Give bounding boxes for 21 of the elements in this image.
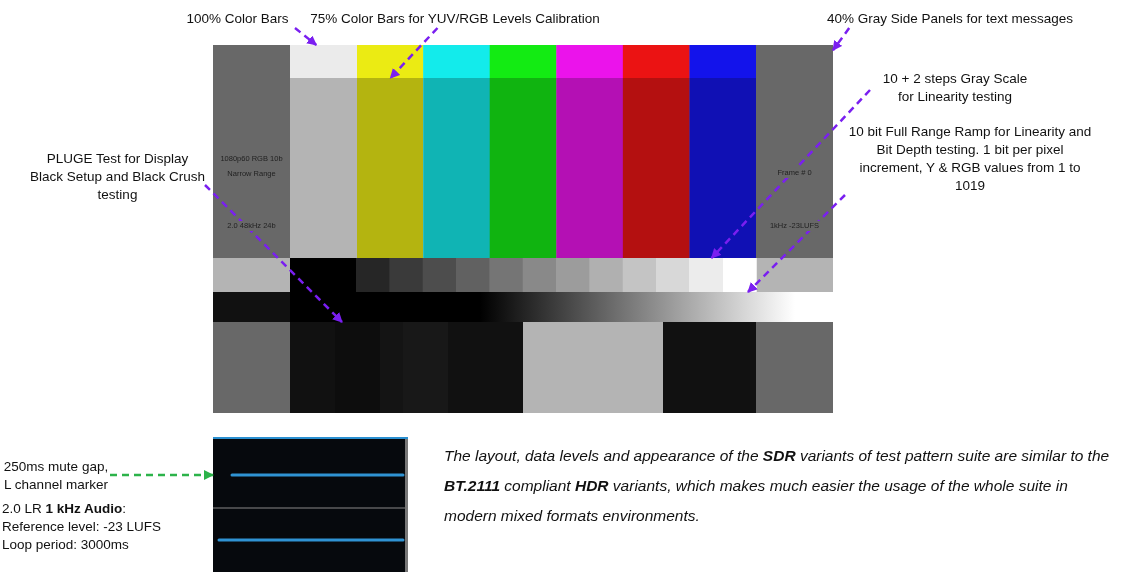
- audio-note: 2.0 LR 1 kHz Audio:: [2, 500, 128, 518]
- audio-note: Loop period: 3000ms: [2, 536, 130, 554]
- callout-text: PLUGE Test for Display Black Setup and Black Crush testing: [30, 150, 205, 204]
- leader-arrow: [294, 27, 318, 46]
- pattern-region: [689, 258, 723, 292]
- audio-note: Reference level: -23 LUFS: [2, 518, 163, 536]
- leader-arrow: [710, 89, 871, 259]
- callout-text: 250ms mute gap, L channel marker: [2, 458, 110, 494]
- leader-arrow: [389, 27, 439, 79]
- leader-arrow: [832, 27, 851, 52]
- pattern-region: [290, 45, 357, 78]
- callout-text: 10 + 2 steps Gray Scale for Linearity testing: [875, 70, 1035, 106]
- callout-text: 40% Gray Side Panels for text messages: [790, 10, 1110, 28]
- audio-waveform-display: [213, 437, 408, 572]
- pattern-region: [290, 322, 523, 413]
- description-paragraph: The layout, data levels and appearance of the SDR variants of test pattern suite are similar to the BT.2111 compliant HDR variants, which makes much easier the usage of the whole suite in modern mixed formats environments.: [444, 446, 1111, 526]
- callout-text: 100% Color Bars: [175, 10, 300, 28]
- leader-arrow: [110, 470, 214, 480]
- pattern-region: [356, 78, 424, 258]
- callout-text: 10 bit Full Range Ramp for Linearity and Bit Depth testing. 1 bit per pixel increment, Y & RGB values from 1 to 1019: [845, 123, 1095, 195]
- pattern-region: [756, 45, 833, 258]
